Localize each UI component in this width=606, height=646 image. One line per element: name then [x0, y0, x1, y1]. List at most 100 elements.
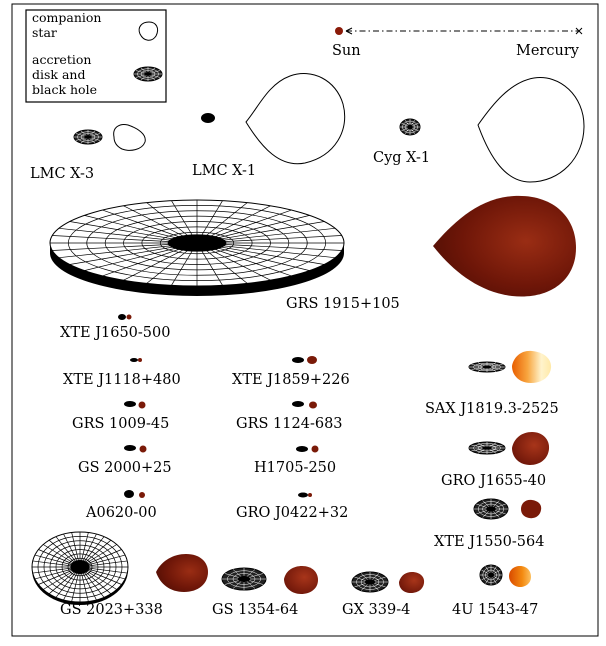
companion-star — [433, 195, 576, 297]
scale-arrow-left — [345, 27, 353, 35]
companion-star — [399, 572, 425, 593]
accretion-disk — [479, 564, 503, 586]
system-label: XTE J1550-564 — [434, 534, 544, 550]
system-label: XTE J1650-500 — [60, 325, 170, 341]
accretion-disk — [124, 490, 134, 498]
figure-frame — [11, 3, 599, 637]
accretion-disk — [124, 401, 136, 407]
companion-star — [138, 401, 146, 409]
black-hole-core — [70, 560, 90, 574]
black-hole-core — [84, 135, 92, 139]
accretion-disk — [73, 129, 103, 145]
system-gx-339: GX 339-4 — [342, 571, 425, 618]
accretion-disk — [298, 492, 308, 498]
system-label: H1705-250 — [254, 460, 336, 476]
legend-companion-star-icon — [138, 21, 159, 41]
system-label: LMC X-3 — [30, 166, 94, 182]
system-label: GS 1354-64 — [212, 602, 298, 618]
companion-star — [308, 493, 312, 497]
system-gs-1354: GS 1354-64 — [212, 566, 318, 618]
system-xte-j1859: XTE J1859+226 — [232, 356, 350, 388]
system-sax-j1819: SAX J1819.3-2525 — [425, 350, 559, 417]
system-xte-j1550: XTE J1550-564 — [434, 498, 544, 550]
system-label: GS 2000+25 — [78, 460, 172, 476]
system-label: GRS 1124-683 — [236, 416, 343, 432]
companion-star — [521, 499, 542, 519]
black-hole-core — [144, 72, 152, 76]
system-a0620: A0620-00 — [85, 490, 157, 521]
system-gro-j1655: GRO J1655-40 — [441, 432, 550, 489]
black-hole-core — [407, 124, 413, 130]
legend: companion star accretion disk and black … — [25, 9, 167, 103]
system-label: Cyg X-1 — [373, 150, 430, 166]
system-gs-2023: GS 2023+338 — [31, 531, 208, 618]
companion-star — [311, 445, 319, 453]
system-gro-j0422: GRO J0422+32 — [236, 492, 348, 521]
system-lmc-x-1: LMC X-1 — [192, 73, 346, 179]
system-label: XTE J1118+480 — [63, 372, 181, 388]
accretion-disk — [221, 567, 267, 591]
system-label: GRO J1655-40 — [441, 473, 546, 489]
accretion-disk — [292, 357, 304, 363]
system-label: SAX J1819.3-2525 — [425, 401, 559, 417]
system-gs-2000: GS 2000+25 — [78, 445, 172, 476]
system-label: GX 339-4 — [342, 602, 410, 618]
companion-star — [509, 566, 531, 587]
mercury-label: Mercury — [516, 43, 580, 59]
system-lmc-x-3: LMC X-3 — [30, 124, 146, 182]
black-hole-core — [486, 506, 496, 512]
accretion-disk — [31, 531, 129, 603]
accretion-disk — [473, 498, 509, 520]
companion-star — [477, 77, 585, 183]
scale-bar: Sun Mercury — [332, 27, 583, 59]
accretion-disk — [351, 571, 389, 593]
companion-star — [113, 124, 146, 151]
sun-marker — [335, 27, 343, 35]
black-hole-core — [487, 572, 495, 578]
accretion-disk — [124, 445, 136, 451]
companion-star — [139, 492, 145, 498]
accretion-disk — [130, 358, 138, 362]
companion-star — [307, 356, 317, 364]
black-hole-core — [167, 234, 227, 252]
system-label: XTE J1859+226 — [232, 372, 350, 388]
system-label: 4U 1543-47 — [452, 602, 538, 618]
system-cyg-x-1: Cyg X-1 — [373, 77, 585, 183]
system-label: A0620-00 — [85, 505, 157, 521]
system-label: GRO J0422+32 — [236, 505, 348, 521]
system-xte-j1650: XTE J1650-500 — [60, 314, 170, 341]
accretion-disk — [468, 361, 506, 373]
accretion-disk — [468, 441, 506, 455]
legend-disk-icon — [133, 66, 163, 82]
companion-star — [309, 401, 317, 409]
system-grs-1009: GRS 1009-45 — [72, 401, 169, 432]
system-xte-j1118: XTE J1118+480 — [63, 358, 181, 388]
companion-star — [139, 445, 147, 453]
companion-star — [138, 358, 142, 362]
companion-star — [126, 314, 132, 320]
system-grs-1915: GRS 1915+105 — [49, 195, 576, 312]
companion-star — [156, 554, 208, 592]
accretion-disk — [296, 446, 308, 452]
companion-star — [512, 432, 550, 465]
accretion-disk — [399, 118, 421, 136]
black-hole-core — [481, 446, 493, 450]
accretion-disk — [49, 199, 345, 287]
system-label: GRS 1009-45 — [72, 416, 169, 432]
legend-box — [25, 9, 167, 103]
system-label: GS 2023+338 — [60, 602, 163, 618]
accretion-disk — [201, 113, 215, 123]
mercury-marker — [575, 27, 583, 35]
companion-star — [512, 350, 552, 383]
black-hole-core — [364, 579, 376, 585]
system-grs-1124: GRS 1124-683 — [236, 401, 343, 432]
system-4u-1543: 4U 1543-47 — [452, 564, 538, 618]
black-hole-core — [237, 575, 251, 583]
legend-disk-label: accretion disk and black hole — [32, 52, 97, 97]
accretion-disk — [118, 314, 126, 320]
system-h1705: H1705-250 — [254, 445, 336, 476]
system-label: LMC X-1 — [192, 163, 256, 179]
black-hole-core — [481, 365, 493, 369]
sun-label: Sun — [332, 43, 361, 59]
